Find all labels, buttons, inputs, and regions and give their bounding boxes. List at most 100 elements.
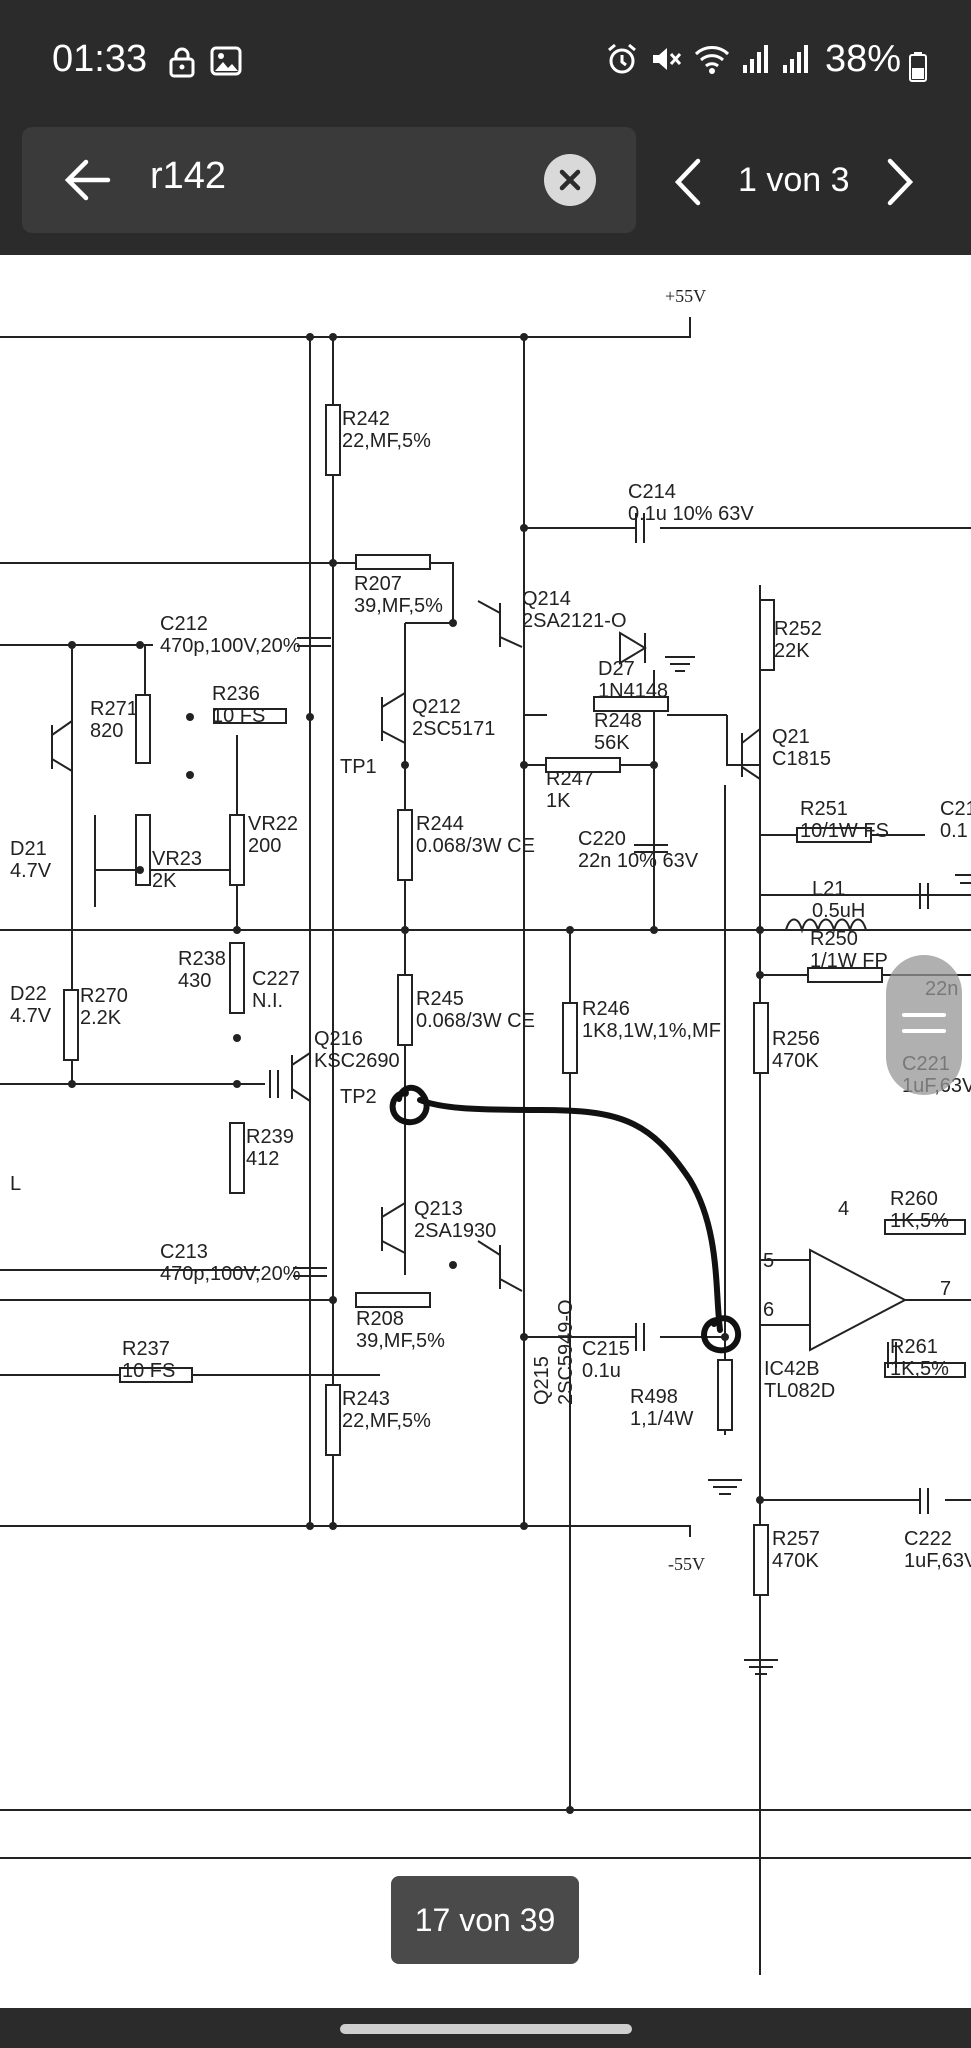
component-ref-d27: D27 (598, 658, 635, 680)
component-ref-q213: Q213 (414, 1198, 463, 1220)
component-ref-r257: R257 (772, 1528, 820, 1550)
component-ref-r208: R208 (356, 1308, 404, 1330)
component-ref-r271: R271 (90, 698, 138, 720)
search-field[interactable]: r142 (22, 127, 636, 233)
component-value-r270: 2.2K (80, 1007, 122, 1029)
rail-neg: -55V (668, 1554, 705, 1574)
battery-percent: 38% (824, 38, 901, 80)
search-input[interactable]: r142 (150, 155, 227, 197)
schematic-diagram (0, 317, 971, 1975)
component-ref-r239: R239 (246, 1126, 294, 1148)
component-ref-r245: R245 (416, 988, 464, 1010)
component-value-c215: 0.1u (582, 1360, 621, 1382)
component-ref-tp2: TP2 (340, 1086, 377, 1108)
component-ref-tp1: TP1 (340, 756, 377, 778)
lock-icon (169, 47, 195, 78)
component-value-q212: 2SC5171 (412, 718, 495, 740)
component-value-r245: 0.068/3W CE (416, 1010, 535, 1032)
component-ref-c21: C21 (940, 798, 971, 820)
component-value-r243: 22,MF,5% (342, 1410, 431, 1432)
page-indicator: 17 von 39 (391, 1876, 579, 1964)
component-ref-r256: R256 (772, 1028, 820, 1050)
component-ref-d22: D22 (10, 983, 47, 1005)
previous-match-button[interactable] (668, 157, 708, 207)
component-value-c214: 0.1u 10% 63V (628, 503, 754, 525)
component-value-vr23: 2K (152, 870, 177, 892)
component-value-q21: C1815 (772, 748, 831, 770)
close-icon (559, 169, 581, 191)
home-gesture-handle[interactable] (340, 2024, 632, 2034)
component-value-q213: 2SA1930 (414, 1220, 496, 1242)
pin-7: 7 (940, 1278, 951, 1300)
battery-icon (909, 52, 927, 82)
component-ref-q212: Q212 (412, 696, 461, 718)
component-value-r498: 1,1/4W (630, 1408, 693, 1430)
component-ref-r246: R246 (582, 998, 630, 1020)
alarm-icon (608, 43, 636, 74)
component-value-q216: KSC2690 (314, 1050, 400, 1072)
component-value-r207: 39,MF,5% (354, 595, 443, 617)
component-ref-r260: R260 (890, 1188, 938, 1210)
component-ref-r251: R251 (800, 798, 848, 820)
pin-6: 6 (763, 1299, 774, 1321)
back-arrow-icon[interactable] (62, 157, 112, 203)
component-value-r271: 820 (90, 720, 123, 742)
component-value-d21: 4.7V (10, 860, 52, 882)
component-ref-ic42b: IC42B (764, 1358, 820, 1380)
component-ref-vr22: VR22 (248, 813, 298, 835)
find-in-document-bar: r142 1 von 3 (0, 105, 971, 255)
component-ref-c212: C212 (160, 613, 208, 635)
component-value-r251: 10/1W FS (800, 820, 889, 842)
component-ref-r243: R243 (342, 1388, 390, 1410)
component-ref-r248: R248 (594, 710, 642, 732)
component-ref-r247: R247 (546, 768, 594, 790)
component-ref-r270: R270 (80, 985, 128, 1007)
component-ref-r261: R261 (890, 1336, 938, 1358)
component-value-q214: 2SA2121-O (522, 610, 627, 632)
component-ref-vr23: VR23 (152, 848, 202, 870)
component-ref-l21: L21 (812, 878, 845, 900)
component-ref-q214: Q214 (522, 588, 571, 610)
component-ref-r236: R236 (212, 683, 260, 705)
signal-icon (783, 45, 808, 73)
component-value-r252: 22K (774, 640, 810, 662)
component-value-q215: 2SC5949-O (555, 1299, 577, 1405)
component-value-d22: 4.7V (10, 1005, 52, 1027)
clear-search-button[interactable] (544, 154, 596, 206)
component-value-r244: 0.068/3W CE (416, 835, 535, 857)
component-ref-r242: R242 (342, 408, 390, 430)
next-match-button[interactable] (880, 157, 920, 207)
side-label: L (10, 1173, 21, 1195)
component-value-ic42b: TL082D (764, 1380, 835, 1402)
component-value-c227: N.I. (252, 990, 283, 1012)
component-ref-r252: R252 (774, 618, 822, 640)
component-ref-c214: C214 (628, 481, 676, 503)
pin-4: 4 (838, 1198, 849, 1220)
status-time: 01:33 (52, 38, 148, 80)
component-value-r256: 470K (772, 1050, 819, 1072)
component-ref-q21: Q21 (772, 726, 810, 748)
status-bar: 01:33 38% (0, 0, 971, 105)
component-ref-c215: C215 (582, 1338, 630, 1360)
component-ref-r244: R244 (416, 813, 464, 835)
fast-scroll-handle[interactable] (886, 955, 962, 1095)
component-value-r242: 22,MF,5% (342, 430, 431, 452)
component-ref-d21: D21 (10, 838, 47, 860)
component-value-r260: 1K,5% (890, 1210, 949, 1232)
pin-5: 5 (763, 1250, 774, 1272)
component-value-c220: 22n 10% 63V (578, 850, 699, 872)
component-value-r248: 56K (594, 732, 630, 754)
component-value-vr22: 200 (248, 835, 281, 857)
rail-pos: +55V (665, 286, 706, 306)
component-value-r237: 10 FS (122, 1360, 175, 1382)
component-ref-c227: C227 (252, 968, 300, 990)
component-ref-q216: Q216 (314, 1028, 363, 1050)
component-value-r246: 1K8,1W,1%,MF (582, 1020, 721, 1042)
signal-icon (743, 45, 768, 73)
component-ref-r237: R237 (122, 1338, 170, 1360)
component-ref-r238: R238 (178, 948, 226, 970)
component-value-r250: 1/1W FP (810, 950, 888, 972)
wifi-icon (694, 46, 730, 74)
